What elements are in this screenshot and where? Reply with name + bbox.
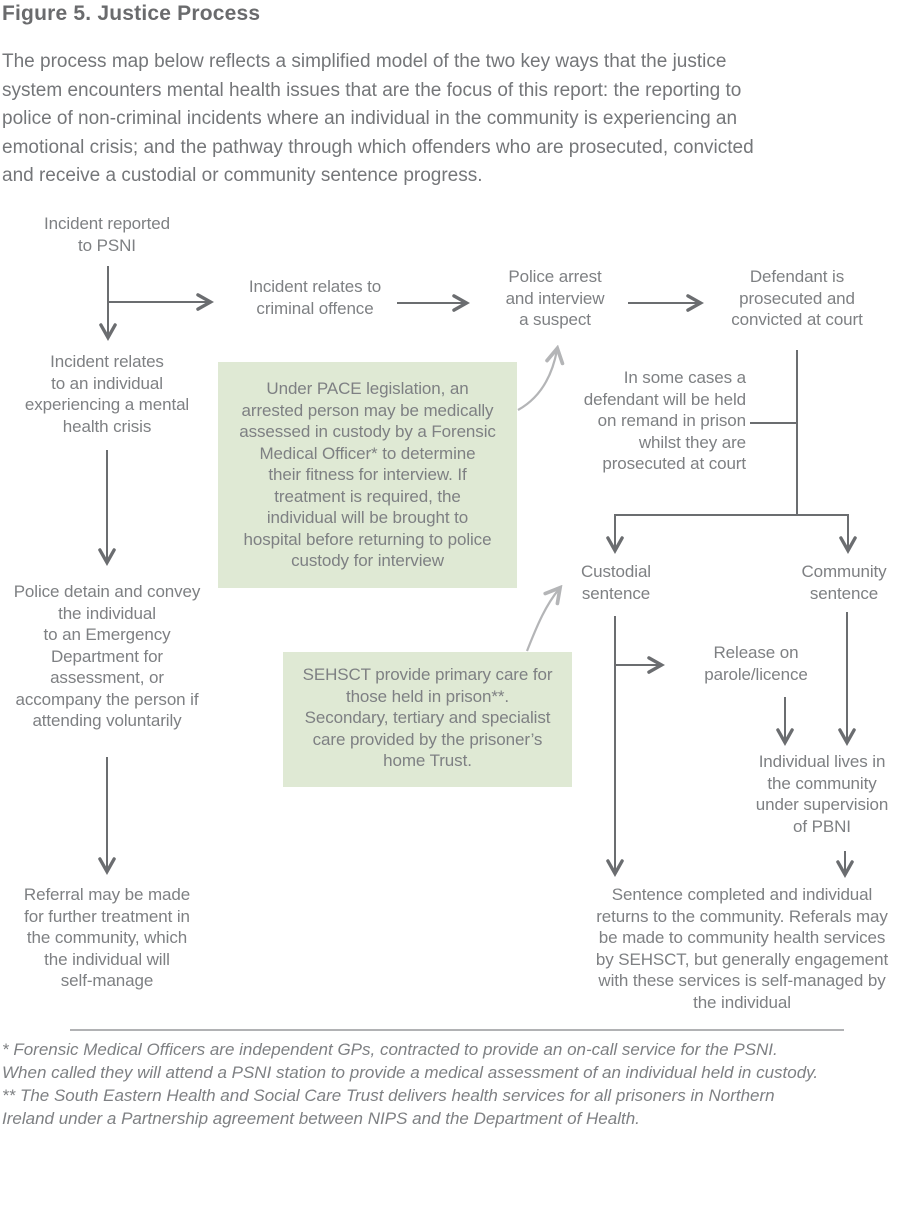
node-community-sentence: Community sentence (801, 562, 887, 603)
node-referral-community: Referral may be made for further treatme… (23, 885, 191, 990)
node-pbni-supervision: Individual lives in the community under … (755, 752, 889, 836)
callout-sehsct-prison-care: SEHSCT provide primary care for those he… (283, 652, 572, 787)
curve-pace-to-arrest (517, 350, 557, 411)
node-police-detain-convey: Police detain and convey the individual … (13, 582, 201, 730)
node-incident-mental-health: Incident relates to an individual experi… (24, 352, 190, 436)
footnote-south-eastern-trust: ** The South Eastern Health and Social C… (2, 1086, 775, 1128)
footnote-forensic-medical-officers: * Forensic Medical Officers are independ… (2, 1040, 819, 1082)
node-incident-criminal-offence: Incident relates to criminal offence (248, 277, 382, 318)
node-incident-reported: Incident reported to PSNI (44, 214, 170, 255)
callout-pace-legislation: Under PACE legislation, an arrested pers… (218, 362, 517, 588)
figure-intro: The process map below reflects a simplif… (2, 51, 754, 186)
node-defendant-prosecuted: Defendant is prosecuted and convicted at… (731, 267, 863, 329)
node-custodial-sentence: Custodial sentence (581, 562, 651, 603)
node-police-arrest: Police arrest and interview a suspect (505, 267, 605, 329)
node-release-parole: Release on parole/licence (704, 643, 808, 684)
figure-title: Figure 5. Justice Process (2, 2, 261, 25)
node-sentence-completed: Sentence completed and individual return… (595, 885, 889, 1012)
node-remand: In some cases a defendant will be held o… (583, 368, 746, 473)
curve-sehsct-to-custodial (525, 589, 559, 652)
